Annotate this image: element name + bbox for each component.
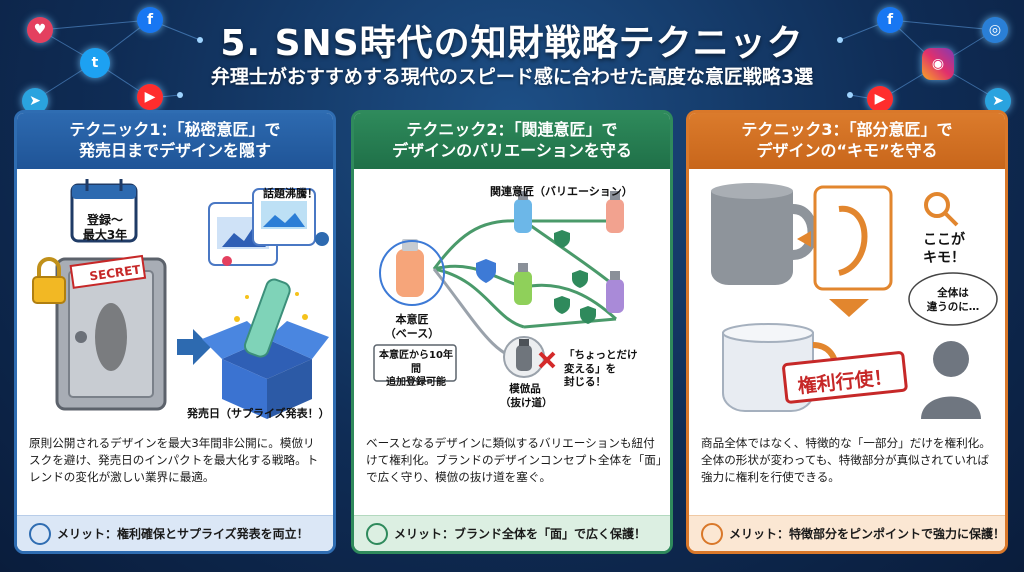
calendar-label: 登録～ 最大3年: [82, 213, 128, 242]
shield-icons: [476, 230, 596, 324]
technique-3-panel: テクニック3：「部分意匠」で デザインの“キモ”を守る: [686, 110, 1008, 554]
calendar-icon: [70, 179, 138, 243]
handle-highlight: [813, 185, 893, 291]
base-note: 本意匠から10年間 追加登録可能: [379, 350, 453, 388]
technique-3-merit: メリット：特徴部分をピンポイントで強力に保護！: [689, 515, 1005, 551]
check-circle-icon: [366, 522, 388, 545]
technique-2-description: ベースとなるデザインに類似するバリエーションも紐付けて権利化。ブランドのデザイン…: [366, 436, 662, 484]
technique-1-header: テクニック1：「秘密意匠」で 発売日までデザインを隠す: [17, 113, 333, 169]
magnifier-icon: [924, 192, 959, 227]
globe-icon: ◎: [982, 17, 1008, 43]
instagram-icon: ◉: [922, 48, 954, 80]
arrow-right-icon: [177, 329, 211, 365]
telegram-icon: ➤: [985, 88, 1011, 114]
partial-design-illustration: [711, 183, 998, 419]
variation-bottle-icons: [514, 191, 624, 313]
youtube-icon: ▶: [867, 86, 893, 112]
social-post-cards: [208, 188, 329, 266]
base-bottle-icon: [379, 239, 445, 306]
buzz-label: 話題沸騰！: [263, 187, 318, 200]
facebook-icon: f: [877, 7, 903, 33]
safe-icon: [55, 257, 167, 411]
pointer-arrow: [797, 231, 811, 247]
secret-tag: [69, 254, 147, 289]
technique-1-title-line2: 発売日までデザインを隠す: [78, 141, 271, 160]
technique-1-title-line1: テクニック1：「秘密意匠」で: [69, 120, 281, 140]
gift-box-icon: [202, 278, 329, 419]
youtube-icon: ▶: [137, 84, 163, 110]
related-design-illustration: [373, 191, 624, 382]
technique-1-merit: メリット：権利確保とサプライズ発表を両立！: [17, 515, 333, 551]
heart-icon: ♥: [27, 17, 53, 43]
block-note: 「ちょっとだけ 変える」を 封じる！: [564, 349, 638, 389]
speech-bubble: [908, 272, 998, 326]
page-subtitle: 弁理士がおすすめする現代のスピード感に合わせた高度な意匠戦略3選: [210, 66, 814, 88]
technique-1-panel: テクニック1：「秘密意匠」で 発売日までデザインを隠す: [14, 110, 336, 554]
technique-2-merit-text: メリット：ブランド全体を「面」で広く保護！: [394, 527, 647, 541]
secret-design-illustration: [32, 179, 329, 419]
release-caption: 発売日（サプライズ発表！）: [187, 407, 330, 420]
kimo-label: ここが キモ！: [923, 232, 965, 267]
technique-2-panel: テクニック2：「関連意匠」で デザインのバリエーションを守る: [351, 110, 673, 554]
twitter-icon: t: [80, 48, 110, 78]
technique-1-description: 原則公開されるデザインを最大3年間非公開に。模倣リスクを避け、発売日のインパクト…: [29, 436, 319, 484]
imitation-bottle-icon: [503, 336, 545, 378]
person-silhouette-icon: [921, 341, 981, 419]
check-circle-icon: [701, 522, 723, 545]
technique-3-description: 商品全体ではなく、特徴的な「一部分」だけを権利化。全体の形状が変わっても、特徴部…: [701, 436, 991, 484]
technique-3-header: テクニック3：「部分意匠」で デザインの“キモ”を守る: [689, 113, 1005, 169]
stamp: [782, 351, 908, 404]
technique-1-merit-text: メリット：権利確保とサプライズ発表を両立！: [57, 527, 309, 541]
arrow-down-icon: [829, 299, 869, 317]
technique-3-title-line2: デザインの“キモ”を守る: [756, 141, 938, 160]
base-label: 本意匠 （ベース）: [384, 313, 440, 341]
cross-icon: [538, 351, 556, 369]
padlock-icon: [32, 257, 66, 304]
telegram-icon: ➤: [22, 88, 48, 114]
technique-2-title-line1: テクニック2：「関連意匠」で: [406, 120, 618, 140]
technique-2-merit: メリット：ブランド全体を「面」で広く保護！: [354, 515, 670, 551]
handle-part-icon: [838, 205, 868, 276]
bubble-text: 全体は 違うのに…: [926, 287, 980, 313]
technique-3-title-line1: テクニック3：「部分意匠」で: [741, 120, 953, 140]
facebook-icon: f: [137, 7, 163, 33]
variation-label: 関連意匠（バリエーション）: [490, 185, 633, 198]
page-title: 5. SNS時代の知財戦略テクニック: [220, 23, 804, 64]
technique-2-header: テクニック2：「関連意匠」で デザインのバリエーションを守る: [354, 113, 670, 169]
technique-3-merit-text: メリット：特徴部分をピンポイントで強力に保護！: [729, 527, 1006, 541]
imitation-label: 模倣品 （抜け道）: [500, 383, 553, 409]
technique-2-title-line2: デザインのバリエーションを守る: [392, 141, 632, 160]
check-circle-icon: [29, 522, 51, 545]
mug-icon: [711, 183, 818, 285]
